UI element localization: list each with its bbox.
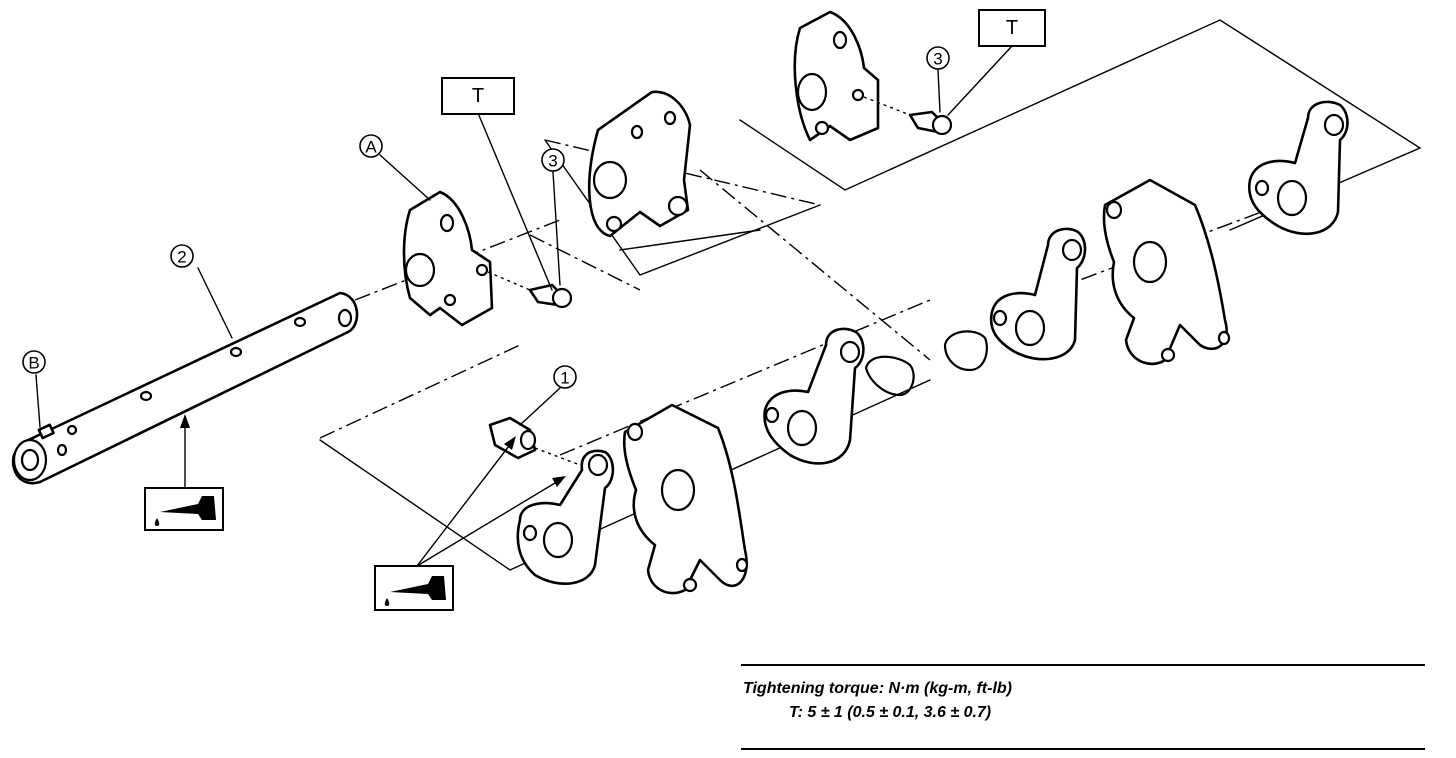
assembly-guide-lines xyxy=(319,19,1422,571)
oil-can-icon xyxy=(144,487,224,531)
svg-text:3: 3 xyxy=(933,50,942,69)
callout-part-3-top: 3 xyxy=(926,46,950,70)
callout-ref-B: B xyxy=(22,350,46,374)
rocker-arm-upper-3 xyxy=(1247,100,1349,236)
oil-can-icon xyxy=(374,565,454,611)
rocker-arm-upper-2 xyxy=(1102,178,1231,366)
callout-ref-A: A xyxy=(359,134,383,158)
svg-text:T: T xyxy=(1006,17,1018,39)
bracket-bolt-center xyxy=(487,271,573,309)
torque-tag-center: T xyxy=(441,77,515,115)
svg-text:A: A xyxy=(365,138,377,157)
rocker-arm-lower-3 xyxy=(763,327,865,465)
svg-text:1: 1 xyxy=(560,369,569,388)
rocker-shaft xyxy=(11,291,359,485)
rocker-arm-lower-1 xyxy=(516,449,615,585)
rocker-arm-lower-2 xyxy=(622,403,749,595)
callout-part-1: 1 xyxy=(553,365,577,389)
callout-part-3-center: 3 xyxy=(541,148,565,172)
rocker-shaft-bracket-middle xyxy=(587,90,692,238)
torque-specification-note: Tightening torque: N·m (kg-m, ft-lb) T: … xyxy=(741,664,1425,750)
rocker-shaft-bracket-A xyxy=(402,190,494,327)
spring-upper xyxy=(943,330,988,372)
spring-lower xyxy=(864,355,915,397)
torque-note-value: T: 5 ± 1 (0.5 ± 0.1, 3.6 ± 0.7) xyxy=(789,704,992,721)
callout-part-2: 2 xyxy=(170,244,194,268)
svg-text:2: 2 xyxy=(177,248,186,267)
svg-text:3: 3 xyxy=(548,152,557,171)
bracket-bolt-top xyxy=(863,96,953,136)
svg-text:T: T xyxy=(472,85,484,107)
adjusting-screw xyxy=(488,416,581,466)
leader-lines xyxy=(35,45,1013,567)
rocker-arm-upper-1 xyxy=(989,227,1087,361)
svg-text:B: B xyxy=(28,354,39,373)
rocker-shaft-bracket-top xyxy=(793,10,880,142)
torque-note-title: Tightening torque: N·m (kg-m, ft-lb) xyxy=(743,680,1012,697)
torque-tag-top: T xyxy=(978,9,1046,47)
